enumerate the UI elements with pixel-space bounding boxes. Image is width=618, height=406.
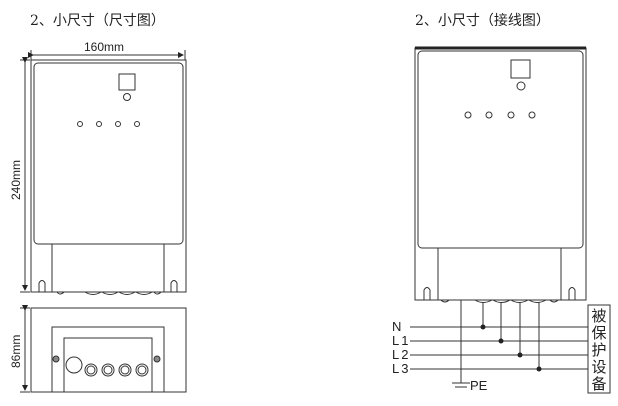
svg-text:被: 被 <box>591 307 606 325</box>
wiring-lines <box>410 300 590 388</box>
left-diagram-title: 2、小尺寸（尺寸图） <box>30 13 165 29</box>
junction-dots <box>480 324 542 372</box>
wire-label-l2: L2 <box>392 347 410 362</box>
wire-label-l3: L3 <box>392 361 410 376</box>
front-view <box>20 50 187 295</box>
svg-text:备: 备 <box>591 375 606 393</box>
svg-text:护: 护 <box>591 341 606 359</box>
ground-label: PE <box>470 378 488 393</box>
wiring-device <box>414 46 587 303</box>
bottom-view <box>20 305 187 393</box>
wire-label-n: N <box>392 319 401 334</box>
svg-text:保: 保 <box>591 324 606 342</box>
right-diagram-title: 2、小尺寸（接线图） <box>415 13 550 29</box>
wire-label-l1: L1 <box>392 333 410 348</box>
width-dimension-label: 160mm <box>84 40 124 54</box>
protected-device-label: 被 保 护 设 备 <box>591 307 606 393</box>
depth-dimension-label: 86mm <box>9 335 23 368</box>
height-dimension-label: 240mm <box>9 160 23 200</box>
protected-device-box <box>587 304 611 394</box>
svg-text:设: 设 <box>591 358 606 376</box>
